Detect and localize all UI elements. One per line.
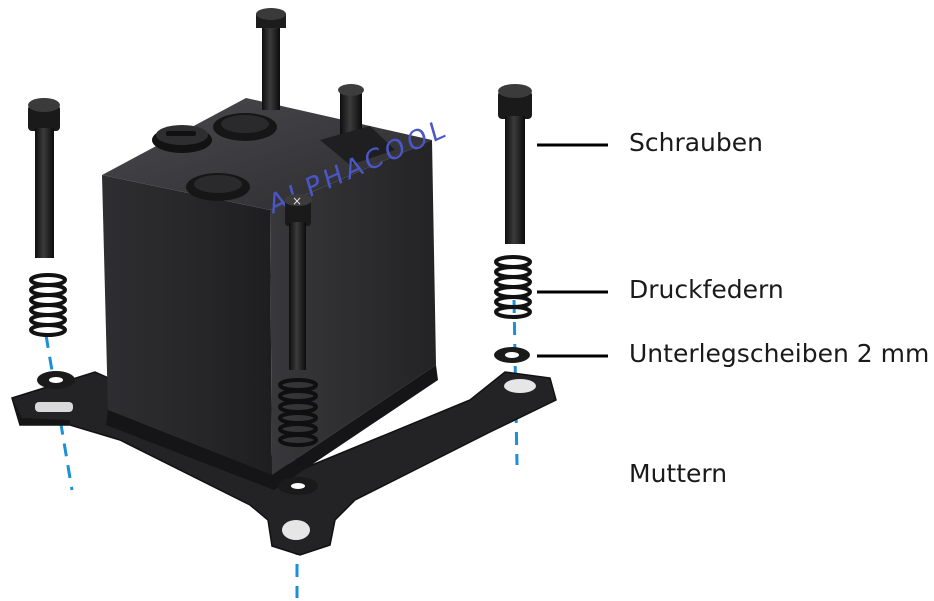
label-nuts: Muttern bbox=[629, 459, 728, 488]
port-fitting-1 bbox=[213, 113, 277, 141]
label-screws: Schrauben bbox=[629, 128, 763, 157]
port-fitting-2 bbox=[186, 173, 250, 201]
leader-lines bbox=[537, 143, 608, 358]
screw-left bbox=[28, 98, 60, 258]
spring-left bbox=[29, 273, 67, 337]
label-washers: Unterlegscheiben 2 mm bbox=[629, 339, 930, 368]
washer-left bbox=[37, 371, 75, 389]
spring-right bbox=[494, 255, 532, 319]
port-plug bbox=[152, 125, 212, 153]
axis-line-right bbox=[512, 299, 519, 466]
standoff-post bbox=[320, 84, 395, 165]
washer-center bbox=[278, 477, 318, 495]
cooler-block: ALPHACOOL bbox=[102, 84, 451, 490]
svg-text:×: × bbox=[292, 194, 302, 208]
washer-right bbox=[494, 347, 530, 363]
screw-back bbox=[256, 8, 286, 110]
screw-center: × bbox=[284, 194, 312, 370]
screw-right bbox=[498, 84, 532, 244]
label-springs: Druckfedern bbox=[629, 275, 784, 304]
spring-center bbox=[278, 378, 318, 447]
